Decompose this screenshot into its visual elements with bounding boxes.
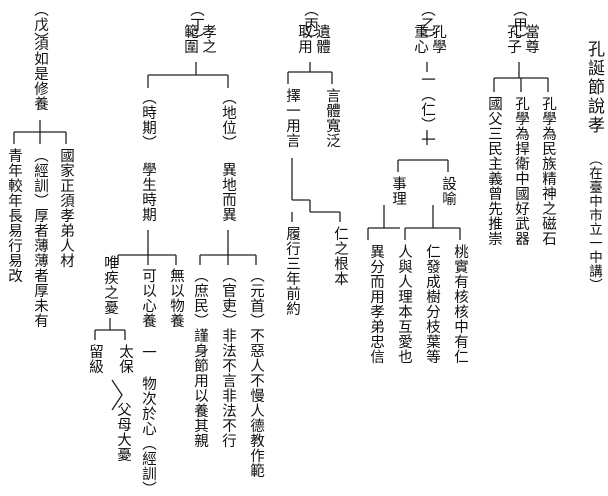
ding-left-leaf-1: （元首）不惡人不慢人德教作範	[248, 268, 264, 478]
ding-head-1: 孝之	[200, 24, 216, 54]
wu-leaf-3: 青年較年長易行易改	[6, 148, 22, 283]
bing-head-2: 取用	[296, 24, 312, 54]
yi-sub-right: 事理	[390, 176, 406, 206]
ding-left-leaf-2: （官吏）非法不言非法不行	[220, 268, 236, 448]
tree-lines	[13, 62, 549, 411]
bing-left: 言體寬泛	[324, 88, 340, 148]
ding-head-2: 範圍	[182, 24, 198, 54]
ding-right-tag: （時期）	[140, 90, 156, 150]
bing-right: 擇一用言	[284, 88, 300, 148]
section-label-bing: （丙）	[302, 2, 318, 47]
section-label-ding: （丁）	[188, 2, 204, 47]
branch-lines-ding	[94, 62, 257, 411]
jia-head-1: 當尊	[523, 24, 539, 54]
ding-sub-result: 父母大憂	[115, 402, 131, 462]
section-label-yi: （乙）	[419, 2, 435, 47]
section-label-wu: （戊）	[32, 2, 48, 47]
ding-sub-leaf-1: 太保	[117, 344, 133, 374]
ding-right-leaf-1: 無以物養	[168, 268, 184, 328]
yi-leaf-4: 異分而用孝弟忠信	[368, 244, 384, 364]
yi-head-1: 孔學	[430, 24, 446, 54]
yi-leaf-2: 仁發成樹分枝葉等	[424, 244, 440, 364]
yi-mid: 一（仁）一	[419, 72, 435, 147]
venue-note: （在臺中市立一中講）	[586, 152, 602, 292]
jia-branch-1: 孔學為民族精神之磁石	[540, 96, 556, 246]
branch-lines-jia	[493, 62, 549, 92]
ding-left-leaf-3: （庶民）謹身節用以養其親	[192, 268, 208, 448]
page-title: 孔誕節說孝	[584, 40, 604, 135]
wu-head: 須如是修養	[32, 36, 48, 111]
bing-leaf-1: 仁之根本	[332, 226, 348, 286]
branch-lines-bing	[287, 62, 341, 222]
wu-leaf-2: （經訓）厚者薄薄者厚未有	[32, 148, 48, 328]
bing-leaf-2: 履行三年前約	[284, 226, 300, 316]
ding-right-text: 學生時期	[140, 162, 156, 222]
ding-left-tag: （地位）	[220, 90, 236, 150]
wu-leaf-1: 國家正須孝弟人材	[58, 148, 74, 268]
ding-sub-leaf-2: 留級	[87, 344, 103, 374]
yi-sub-left: 設喻	[440, 176, 456, 206]
branch-lines-yi	[367, 62, 461, 240]
branch-lines-wu	[13, 120, 67, 144]
ding-right-leaf-2: 可以心養 一 物次於心（經訓）	[140, 268, 156, 496]
jia-branch-3: 國父三民主義曾先推崇	[486, 96, 502, 246]
jia-branch-2: 孔學為捍衛中國好武器	[513, 96, 529, 246]
ding-right-leaf-3: 唯疾之憂	[102, 255, 118, 315]
yi-head-2: 重心	[412, 24, 428, 54]
bing-head-1: 遺體	[314, 24, 330, 54]
section-label-jia: （甲）	[511, 2, 527, 47]
jia-head-2: 孔子	[505, 24, 521, 54]
yi-leaf-3: 人與人理本互愛也	[396, 244, 412, 364]
ding-left-text: 異地而異	[220, 162, 236, 222]
yi-leaf-1: 桃實有核核中有仁	[452, 244, 468, 364]
